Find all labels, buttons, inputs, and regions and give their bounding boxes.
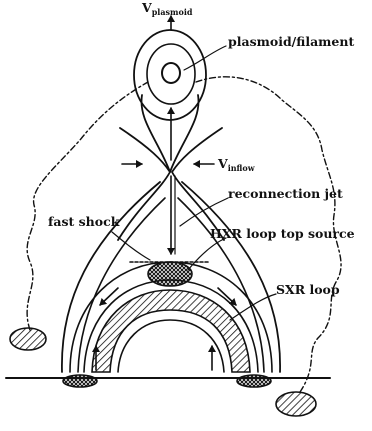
v-inflow-label-subscript: inflow	[228, 163, 256, 173]
footpoint-left	[63, 375, 97, 387]
downflow-arrow-right	[218, 288, 236, 305]
sxr-loop	[92, 290, 250, 372]
hxr-loop-top-source-label: HXR loop top source	[210, 226, 355, 241]
fast-shock-label: fast shock	[48, 214, 120, 229]
sxr-loop-label: SXR loop	[276, 282, 340, 297]
plasmoid-middle-loop	[147, 44, 195, 104]
inner-loop-arc	[118, 320, 224, 372]
outer-field-line-left	[27, 82, 148, 330]
plasmoid-inner-loop	[162, 63, 180, 83]
v-plasmoid-label: Vplasmoid	[141, 0, 193, 17]
v-inflow-label: Vinflow	[217, 156, 256, 173]
downflow-arrow-left	[100, 288, 118, 305]
v-inflow-label-main: V	[217, 156, 228, 171]
outer-footpoint-right	[276, 392, 316, 416]
footpoint-right	[237, 375, 271, 387]
hxr-loop-top-source	[148, 262, 192, 286]
x-point-right	[172, 128, 224, 240]
v-plasmoid-label-main: V	[141, 0, 152, 15]
plasmoid-teardrop	[141, 95, 198, 172]
x-point-left	[118, 128, 170, 240]
v-plasmoid-label-subscript: plasmoid	[152, 7, 193, 17]
plasmoid-filament-label: plasmoid/filament	[228, 34, 354, 49]
reconnection-jet-label: reconnection jet	[228, 186, 343, 201]
outer-footpoint-left	[10, 328, 46, 350]
